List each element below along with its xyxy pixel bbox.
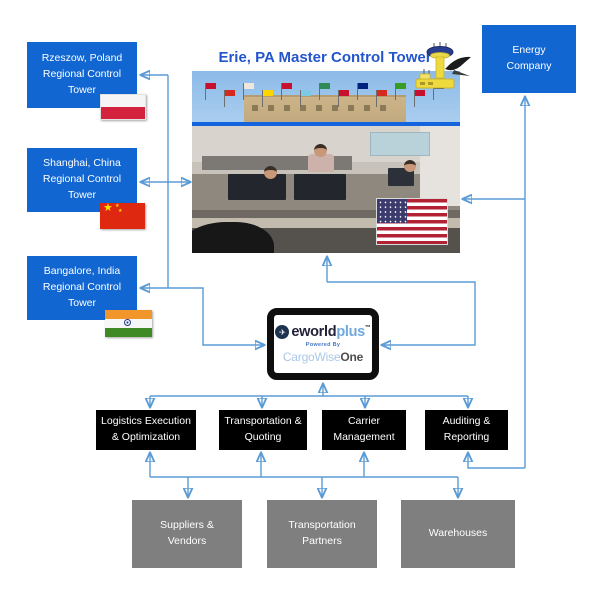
regional-tower-bangalore-label: Bangalore, India Regional Control Tower (42, 265, 122, 309)
regional-tower-bangalore-box: Bangalore, India Regional Control Tower (27, 256, 137, 320)
photo-flag-icon (205, 83, 216, 100)
computer-monitor (294, 174, 346, 200)
photo-control-room (192, 126, 460, 253)
party-warehouses-box: Warehouses (401, 500, 515, 568)
person-silhouette (264, 166, 277, 179)
regional-tower-shanghai-label: Shanghai, China Regional Control Tower (42, 157, 122, 201)
eworldplus-box: ✈ eworld plus ™ Powered By CargoWiseOne (267, 308, 379, 380)
regional-tower-shanghai-box: Shanghai, China Regional Control Tower (27, 148, 137, 212)
energy-company-box: Energy Company (482, 25, 576, 93)
module-logistics-execution-box: Logistics Execution & Optimization (96, 410, 196, 450)
photo-flag-icon (262, 90, 273, 107)
photo-flag-icon (357, 83, 368, 100)
person-silhouette (404, 160, 416, 172)
eworldplus-globe-icon: ✈ (275, 325, 290, 339)
photo-flag-icon (338, 90, 349, 107)
computer-monitor (388, 168, 414, 186)
ashoka-chakra-icon (124, 319, 131, 326)
computer-monitor (228, 174, 286, 200)
china-flag-star-icon: ★ (103, 202, 113, 214)
china-flag-icon: ★ ★ ★ (100, 203, 145, 229)
photo-flag-icon (414, 90, 425, 107)
photo-flag-icon (395, 83, 406, 100)
photo-flag-icon (319, 83, 330, 100)
powered-by-label: Powered By (305, 342, 341, 348)
india-flag-icon (105, 310, 152, 337)
regional-tower-rzeszow-label: Rzeszow, Poland Regional Control Tower (41, 52, 123, 96)
person-silhouette (308, 154, 334, 172)
photo-blue-divider (192, 122, 460, 126)
eworldplus-logo: ✈ eworld plus ™ (275, 324, 371, 340)
photo-flag-icon (376, 90, 387, 107)
party-suppliers-vendors-box: Suppliers & Vendors (132, 500, 242, 568)
party-transportation-partners-box: Transportation Partners (267, 500, 377, 568)
usa-flag-icon (377, 199, 447, 244)
photo-flag-icon (300, 90, 311, 107)
photo-flag-icon (281, 83, 292, 100)
control-tower-icon (415, 42, 471, 89)
china-flag-star-icon: ★ (118, 208, 123, 214)
person-silhouette (314, 144, 327, 157)
wall-map (370, 132, 430, 156)
poland-flag-icon (100, 94, 146, 120)
photo-flag-icon (224, 90, 235, 107)
module-carrier-management-box: Carrier Management (322, 410, 406, 450)
module-transportation-quoting-box: Transportation & Quoting (219, 410, 307, 450)
module-auditing-reporting-box: Auditing & Reporting (425, 410, 508, 450)
master-control-tower-photo (192, 71, 460, 253)
page-title: Erie, PA Master Control Tower (218, 49, 432, 66)
cargowise-one-logo: CargoWiseOne (282, 350, 364, 364)
photo-building (244, 95, 406, 125)
energy-company-label: Energy Company (506, 44, 552, 72)
photo-flag-icon (243, 83, 254, 100)
china-flag-star-icon: ★ (115, 203, 120, 209)
